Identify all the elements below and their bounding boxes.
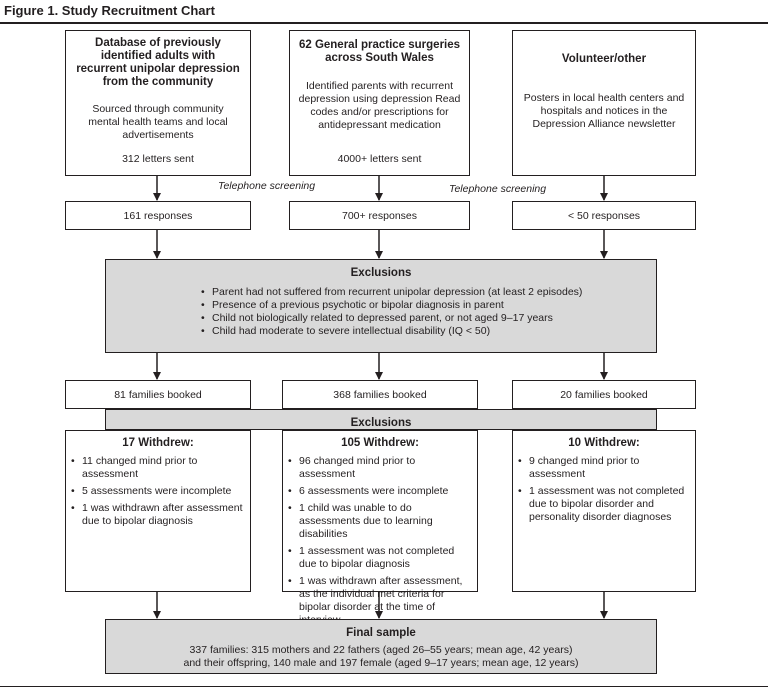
exclusions-box-screening: Exclusions Parent had not suffered from …	[105, 259, 657, 353]
responses-count: 161 responses	[123, 210, 193, 222]
letters-sent: 4000+ letters sent	[337, 153, 422, 165]
exclusion-item: Child not biologically related to depres…	[200, 312, 656, 325]
screening-label: Telephone screening	[449, 183, 547, 195]
source-box-volunteer: Volunteer/other Posters in local health …	[512, 30, 696, 176]
booked-box: 20 families booked	[512, 380, 696, 409]
exclusion-item: Parent had not suffered from recurrent u…	[200, 286, 656, 299]
source-box-gp-surgeries: 62 General practice surgeries across Sou…	[289, 30, 470, 176]
withdrew-heading: 105 Withdrew:	[341, 437, 419, 449]
final-sample-box: Final sample 337 families: 315 mothers a…	[105, 619, 657, 674]
letters-sent: 312 letters sent	[122, 153, 194, 165]
responses-box: < 50 responses	[512, 201, 696, 230]
withdrew-item: 9 changed mind prior to assessment	[517, 455, 691, 481]
source-heading: Database of previously identified adults…	[76, 37, 240, 88]
source-description: Identified parents with recurrent depres…	[298, 80, 461, 131]
responses-box: 161 responses	[65, 201, 251, 230]
final-line-2: and their offspring, 140 male and 197 fe…	[183, 657, 579, 669]
withdrew-box: 105 Withdrew: 96 changed mind prior to a…	[282, 430, 478, 626]
source-box-database: Database of previously identified adults…	[65, 30, 251, 176]
withdrew-list: 96 changed mind prior to assessment 6 as…	[287, 455, 473, 627]
exclusions-heading: Exclusions	[350, 417, 412, 429]
exclusion-item: Child had moderate to severe intellectua…	[200, 325, 656, 338]
source-description: Posters in local health centers and hosp…	[523, 92, 685, 130]
withdrew-item: 1 assessment was not completed due to bi…	[517, 485, 691, 524]
source-heading: 62 General practice surgeries across Sou…	[298, 39, 461, 64]
source-description: Sourced through community mental health …	[88, 103, 228, 141]
withdrew-item: 1 assessment was not completed due to bi…	[287, 545, 473, 571]
responses-count: 700+ responses	[341, 210, 417, 222]
screening-label: Telephone screening	[218, 180, 316, 192]
responses-box: 700+ responses	[289, 201, 470, 230]
withdrew-box: 17 Withdrew: 11 changed mind prior to as…	[65, 430, 251, 592]
booked-box: 81 families booked	[65, 380, 251, 409]
withdrew-item: 1 was withdrawn after assessment, as the…	[287, 575, 473, 627]
source-heading: Volunteer/other	[561, 53, 647, 65]
withdrew-heading: 10 Withdrew:	[568, 437, 640, 449]
withdrew-item: 1 was withdrawn after assessment due to …	[70, 502, 246, 528]
booked-count: 81 families booked	[114, 389, 202, 401]
booked-box: 368 families booked	[282, 380, 478, 409]
withdrew-item: 5 assessments were incomplete	[70, 485, 246, 498]
withdrew-item: 1 child was unable to do assessments due…	[287, 502, 473, 541]
withdrew-item: 96 changed mind prior to assessment	[287, 455, 473, 481]
exclusions-box-assessment: Exclusions	[105, 409, 657, 430]
top-rule	[0, 22, 768, 24]
exclusions-heading: Exclusions	[350, 267, 412, 279]
exclusions-list: Parent had not suffered from recurrent u…	[200, 286, 656, 338]
final-heading: Final sample	[346, 627, 416, 639]
exclusion-item: Presence of a previous psychotic or bipo…	[200, 299, 656, 312]
withdrew-item: 6 assessments were incomplete	[287, 485, 473, 498]
bottom-rule	[0, 686, 768, 687]
withdrew-list: 9 changed mind prior to assessment 1 ass…	[517, 455, 691, 524]
withdrew-heading: 17 Withdrew:	[122, 437, 194, 449]
final-line-1: 337 families: 315 mothers and 22 fathers…	[189, 644, 573, 656]
withdrew-list: 11 changed mind prior to assessment 5 as…	[70, 455, 246, 528]
booked-count: 20 families booked	[560, 389, 648, 401]
responses-count: < 50 responses	[567, 210, 641, 222]
booked-count: 368 families booked	[333, 389, 427, 401]
withdrew-box: 10 Withdrew: 9 changed mind prior to ass…	[512, 430, 696, 592]
withdrew-item: 11 changed mind prior to assessment	[70, 455, 246, 481]
figure-title: Figure 1. Study Recruitment Chart	[4, 3, 215, 18]
